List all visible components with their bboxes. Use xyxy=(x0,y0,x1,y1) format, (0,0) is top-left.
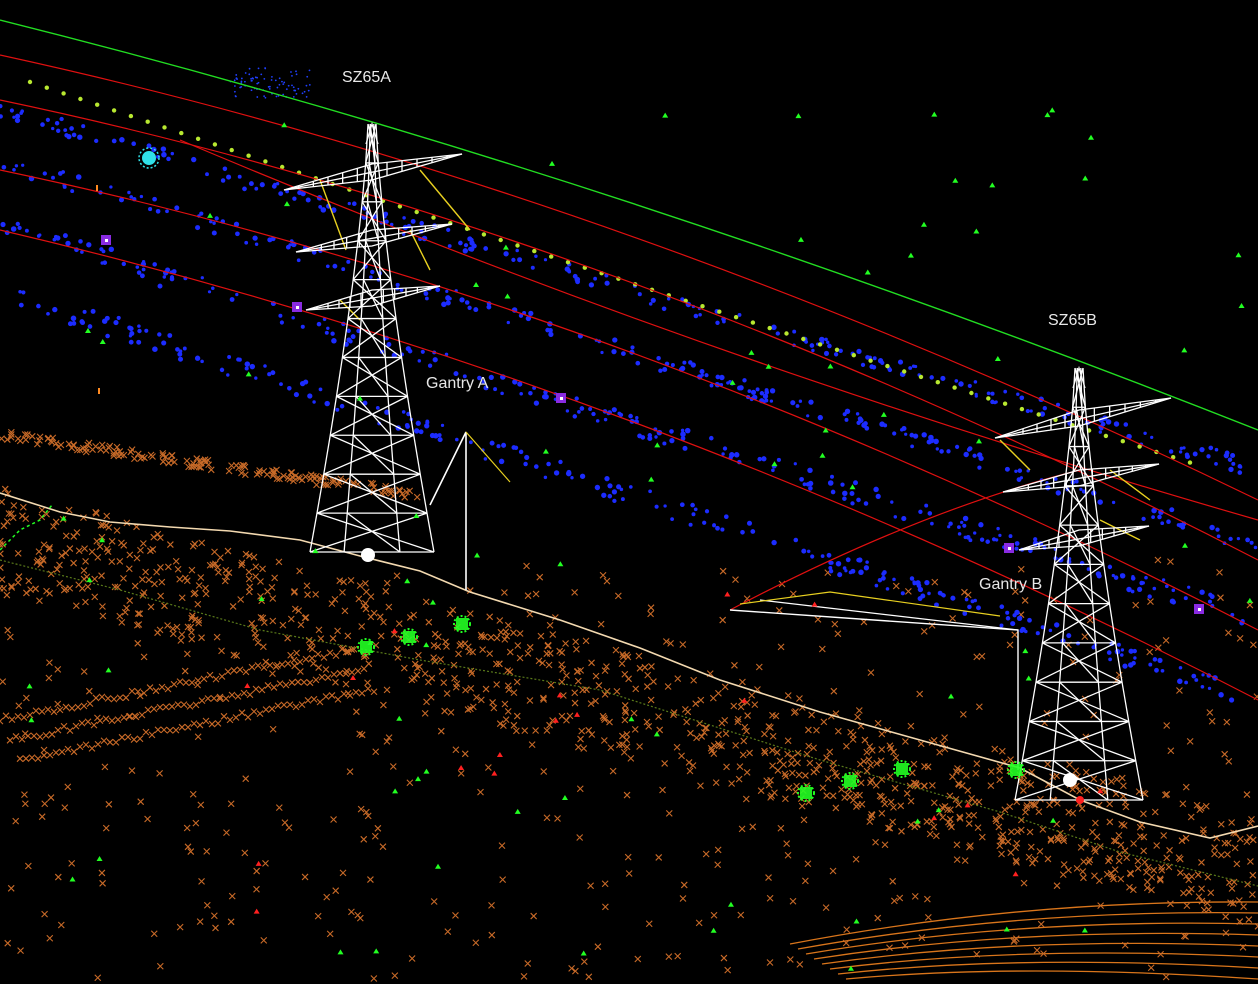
tower-sz65a[interactable] xyxy=(283,121,463,562)
terrain-contours xyxy=(789,901,1258,980)
gantry-lines xyxy=(319,169,1151,770)
ground-points xyxy=(0,428,1258,982)
conductor-point-cloud xyxy=(0,67,1258,703)
tower-label-sz65a: SZ65A xyxy=(342,69,391,86)
tower-sz65b[interactable] xyxy=(994,365,1172,801)
powerlines xyxy=(0,19,1258,701)
gantry-label-b: Gantry B xyxy=(979,576,1043,593)
survey-markers xyxy=(0,107,1253,971)
gantry-label-a: Gantry A xyxy=(426,375,489,392)
tower-label-sz65b: SZ65B xyxy=(1048,312,1097,329)
